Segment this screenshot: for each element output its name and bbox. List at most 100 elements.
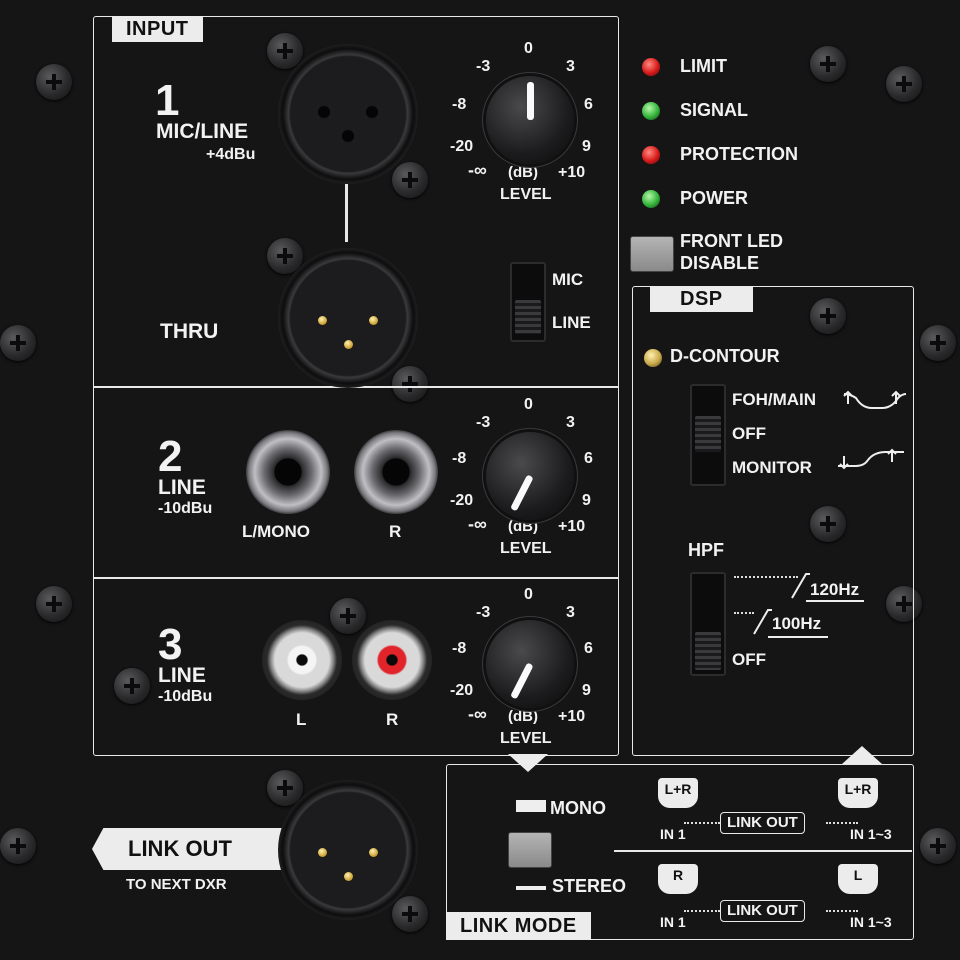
- signal-label: SIGNAL: [680, 100, 749, 120]
- screw-icon: [920, 828, 956, 864]
- ch1-level-knob[interactable]: [486, 76, 574, 164]
- d-contour-label: D-CONTOUR: [670, 346, 780, 366]
- link-line: [345, 184, 348, 242]
- screw-icon: [267, 770, 303, 806]
- limit-label: LIMIT: [680, 56, 727, 76]
- screw-icon: [36, 586, 72, 622]
- mono-link-out: LINK OUT: [720, 812, 805, 834]
- ch3-number: 3: [158, 620, 183, 669]
- ch2-level-knob[interactable]: [486, 432, 574, 520]
- front-led-label-2: DISABLE: [680, 253, 760, 273]
- screw-icon: [392, 366, 428, 402]
- hpf-switch[interactable]: [690, 572, 726, 676]
- screw-icon: [810, 46, 846, 82]
- mono-in-label: IN 1: [660, 826, 686, 842]
- front-led-disable-button[interactable]: [630, 236, 674, 272]
- phone-jack-right[interactable]: [354, 430, 438, 514]
- stereo-link-out: LINK OUT: [720, 900, 805, 922]
- limit-led-icon: [642, 58, 660, 76]
- screw-icon: [392, 162, 428, 198]
- rca-jack-left[interactable]: [262, 620, 342, 700]
- mono-out-label: IN 1~3: [850, 826, 892, 842]
- ch3-level-knob[interactable]: [486, 620, 574, 708]
- hpf-100: 100Hz: [772, 614, 822, 633]
- screw-icon: [114, 668, 150, 704]
- ch2-level-scale: -20 -8 -3 0 3 6 9 -∞ (dB) +10 LEVEL: [450, 396, 593, 557]
- ch2-type: LINE: [158, 476, 206, 499]
- screw-icon: [36, 64, 72, 100]
- hpf-120: 120Hz: [810, 580, 860, 599]
- d-contour-off: OFF: [732, 424, 766, 443]
- input-tab: INPUT: [112, 16, 203, 42]
- ch2-jack-right-label: R: [389, 522, 402, 541]
- ch3-type: LINE: [158, 664, 206, 687]
- screw-icon: [886, 586, 922, 622]
- mono-dots-2: [826, 822, 858, 824]
- ch1-type: MIC/LINE: [156, 120, 249, 143]
- stereo-in-label: IN 1: [660, 914, 686, 930]
- screw-icon: [267, 238, 303, 274]
- xlr-thru-jack[interactable]: [278, 248, 418, 388]
- foh-curve-icon: [843, 390, 907, 409]
- hpf-100-line: [768, 636, 828, 638]
- stereo-out-badge: L: [838, 864, 878, 894]
- ch1-level-scale: -20 -8 -3 0 3 6 9 -∞ (dB) +10 LEVEL: [450, 40, 593, 203]
- d-contour-monitor: MONITOR: [732, 458, 812, 477]
- arrow-up-icon: [842, 746, 882, 764]
- monitor-curve-icon: [838, 448, 904, 470]
- mono-in-badge: L+R: [658, 778, 698, 808]
- ch3-jack-right-label: R: [386, 710, 399, 729]
- hpf-120-guide: [734, 576, 798, 578]
- hpf-120-line: [806, 600, 864, 602]
- phone-jack-left[interactable]: [246, 430, 330, 514]
- protection-led-icon: [642, 146, 660, 164]
- ch3-jack-left-label: L: [296, 710, 307, 729]
- link-mode-button[interactable]: [508, 832, 552, 868]
- mic-option: MIC: [552, 270, 584, 289]
- stereo-label: STEREO: [552, 876, 627, 896]
- hpf-label: HPF: [688, 540, 724, 560]
- link-out-sub: TO NEXT DXR: [126, 876, 227, 893]
- screw-icon: [810, 506, 846, 542]
- link-out-label: LINK OUT: [128, 836, 232, 861]
- signal-led-icon: [642, 102, 660, 120]
- stereo-mark-icon: [516, 886, 546, 890]
- xlr-input-jack[interactable]: [278, 44, 418, 184]
- protection-label: PROTECTION: [680, 144, 799, 164]
- rca-jack-right[interactable]: [352, 620, 432, 700]
- stereo-out-label: IN 1~3: [850, 914, 892, 930]
- d-contour-foh: FOH/MAIN: [732, 390, 817, 409]
- screw-icon: [392, 896, 428, 932]
- ch3-level-scale: -20 -8 -3 0 3 6 9 -∞ (dB) +10 LEVEL: [450, 586, 593, 747]
- screw-icon: [920, 325, 956, 361]
- ch2-number: 2: [158, 432, 183, 481]
- hpf-120-curve-icon: [791, 573, 810, 599]
- stereo-in-badge: R: [658, 864, 698, 894]
- ch1-level-spec: +4dBu: [206, 146, 256, 163]
- ch1-number: 1: [155, 76, 180, 125]
- ch1-thru-label: THRU: [160, 320, 219, 343]
- power-label: POWER: [680, 188, 749, 208]
- ch3-level-spec: -10dBu: [158, 688, 213, 705]
- mic-line-switch[interactable]: [510, 262, 546, 342]
- mono-out-badge: L+R: [838, 778, 878, 808]
- hpf-100-curve-icon: [753, 609, 772, 635]
- stereo-dots: [684, 910, 720, 912]
- d-contour-switch[interactable]: [690, 384, 726, 486]
- hpf-100-guide: [734, 612, 754, 614]
- line-option: LINE: [552, 313, 591, 332]
- link-mode-panel: [446, 764, 914, 940]
- xlr-link-out-jack[interactable]: [278, 780, 418, 920]
- arrow-down-icon: [508, 754, 548, 772]
- link-mode-divider: [614, 850, 912, 852]
- ch2-jack-left-label: L/MONO: [242, 522, 310, 541]
- power-led-icon: [642, 190, 660, 208]
- d-contour-led-icon: [644, 349, 662, 367]
- mono-label: MONO: [550, 798, 606, 818]
- stereo-dots-2: [826, 910, 858, 912]
- screw-icon: [810, 298, 846, 334]
- ch2-level-spec: -10dBu: [158, 500, 213, 517]
- mono-mark-icon: [516, 800, 546, 812]
- screw-icon: [267, 33, 303, 69]
- front-led-label-1: FRONT LED: [680, 231, 783, 251]
